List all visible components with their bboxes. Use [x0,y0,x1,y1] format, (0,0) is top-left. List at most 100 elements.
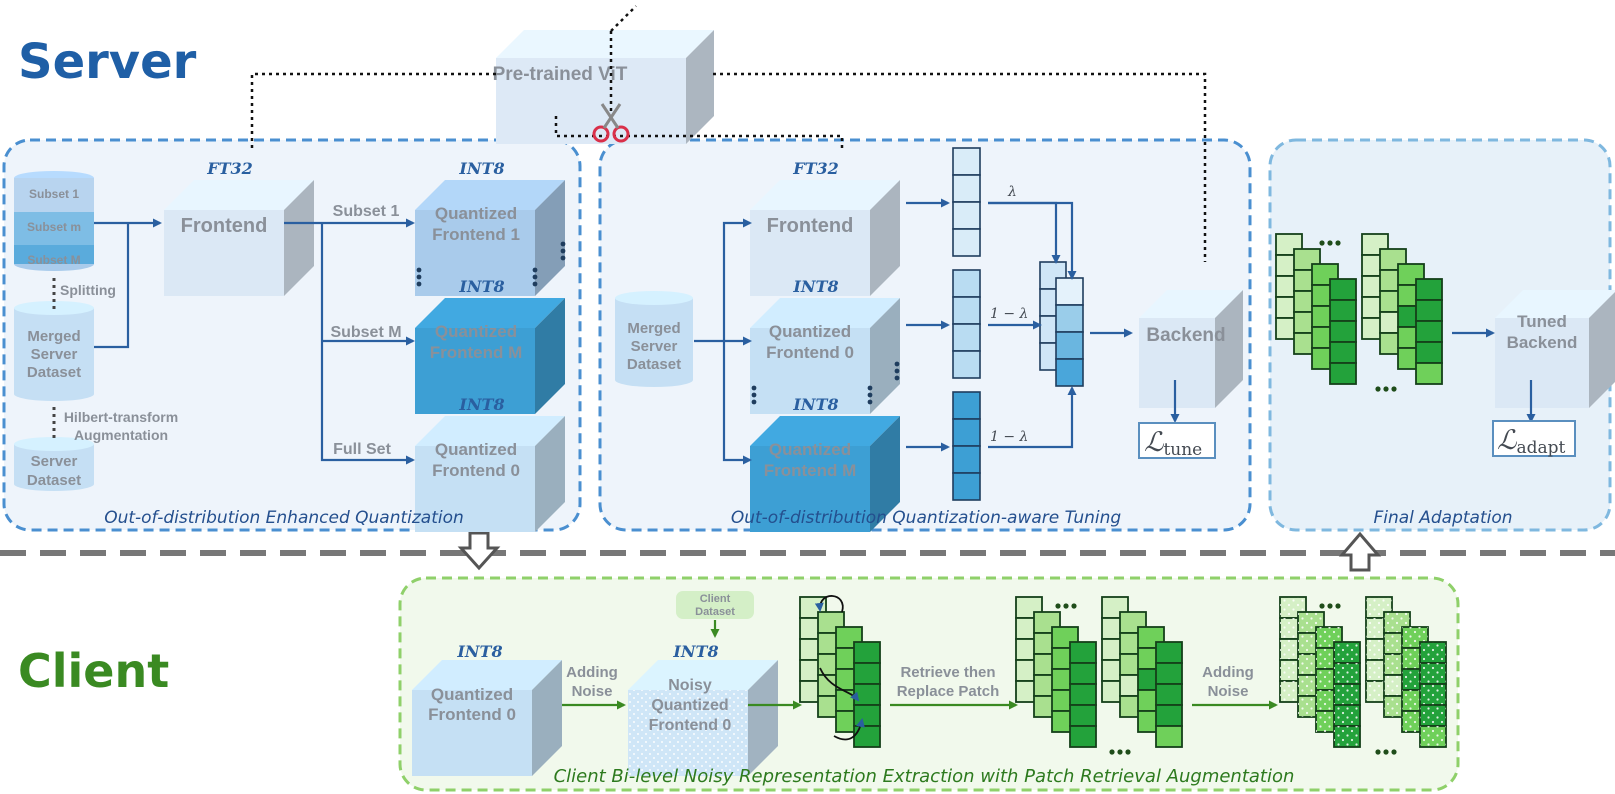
p2-frontend-label: Frontend [767,215,854,237]
p1-arrow-subsetM: Subset M [330,324,401,341]
p2-dots-a [751,385,757,405]
server-dataset-line2: Dataset [27,472,81,489]
client-caption: Client Bi-level Noisy Representation Ext… [554,766,1295,787]
token [1329,341,1357,364]
splitting-label: Splitting [60,282,116,298]
p2-qM-line2: Frontend M [764,461,857,480]
noisy-line3: Frontend 0 [649,717,732,734]
feature-column-qM [952,391,981,501]
merged-server-dataset-line1: Merged [27,328,80,345]
merged-server-dataset-line3: Dataset [27,364,81,381]
p2-merged-line2: Server [631,338,678,355]
hilbert-label-line2: Augmentation [74,427,168,443]
client-q0-line1: Quantized [431,685,513,704]
adding-noise-2-line1: Adding [1202,664,1254,681]
fused-column-front-cell [1055,331,1084,360]
p1-quantized-1-cube [415,180,565,296]
tuned-backend-cube [1495,290,1615,408]
p1-q1-line2: Frontend 1 [432,225,520,244]
client-tokens-replaced-a [1015,596,1097,748]
p2-frontend-tag: FT32 [792,159,839,178]
fused-column-front-cell [1055,277,1084,306]
token [853,683,881,706]
token [1155,662,1183,685]
pretrained-vit-cube [496,30,714,144]
token [1069,683,1097,706]
merged-server-dataset-db [14,301,94,401]
fused-column-front-cell [1055,304,1084,333]
p1-frontend-label: Frontend [181,215,268,237]
p3-tokens-left [1275,233,1357,385]
client-dataset-line2: Dataset [695,606,735,618]
p1-frontend-tag: FT32 [206,159,253,178]
p1-arrow-subset1: Subset 1 [333,203,400,220]
feature-column-fp [952,147,981,257]
subset-1-label: Subset 1 [29,187,79,201]
token [1415,278,1443,301]
p1-q0-tag: INT8 [458,395,504,414]
token [1415,320,1443,343]
token [1329,362,1357,385]
p1-dots-b [532,267,538,287]
p3-ellipsis-top [1319,240,1341,246]
p1-frontend-cube [164,180,314,296]
token [853,725,881,748]
p2-q0-tag: INT8 [792,277,838,296]
p1-q1-line1: Quantized [435,204,517,223]
noisy-quantized-cube [628,660,778,776]
feature-column-qM-cell [952,391,981,420]
feature-column-fp-cell [952,228,981,257]
p3-ellipsis-bottom [1375,386,1397,392]
client-tokens-replaced-b [1101,596,1183,748]
down-hollow-arrow [457,531,501,571]
feature-column-q0-cell [952,296,981,325]
adding-noise-1-line2: Noise [572,683,613,700]
p1-qM-line2: Frontend M [430,343,523,362]
feature-column-qM-cell [952,445,981,474]
token [1069,641,1097,664]
token [853,704,881,727]
feature-column-q0 [952,269,981,379]
token [1329,299,1357,322]
pretrained-vit-label: Pre-trained ViT [493,64,628,85]
p2-q0-line2: Frontend 0 [766,343,854,362]
p2-merged-server-dataset-db [615,291,693,387]
token [1069,725,1097,748]
token [1415,362,1443,385]
client-tokens-retrieval [799,596,881,748]
subset-M-label: Subset M [27,253,80,267]
loss-tune-box [1138,422,1216,459]
p1-q0-line1: Quantized [435,440,517,459]
token [1155,725,1183,748]
feature-column-q0-cell [952,350,981,379]
weight-one-minus-lambda-1: 1 − λ [990,306,1028,322]
token [1329,320,1357,343]
p3-tokens-right [1361,233,1443,385]
scissors-icon [592,103,630,143]
server-title: Server [18,34,197,90]
loss-tune: ℒtune [1144,427,1202,460]
client-q0-tag: INT8 [456,642,502,661]
p2-q0-line1: Quantized [769,322,851,341]
p1-qM-tag: INT8 [458,277,504,296]
loss-adapt-box [1492,420,1576,457]
adding-noise-2-line2: Noise [1208,683,1249,700]
loss-adapt: ℒadapt [1497,425,1565,458]
token [1329,278,1357,301]
client-dataset-db [676,591,754,619]
p2-merged-line3: Dataset [627,356,681,373]
p1-arrow-fullset: Full Set [333,441,391,458]
client-q0-line2: Frontend 0 [428,705,516,724]
feature-column-q0-cell [952,323,981,352]
feature-column-fp-cell [952,174,981,203]
up-hollow-arrow [1338,531,1382,572]
hilbert-label-line1: Hilbert-transform [64,409,178,425]
token [1415,341,1443,364]
p2-frontend-cube [750,180,900,296]
retrieval-arrows [814,595,865,741]
client-ellipsis-c [1319,603,1341,609]
noisy-tag: INT8 [672,642,718,661]
p2-caption: Out-of-distribution Quantization-aware T… [731,508,1122,528]
client-ellipsis-a [1055,603,1077,609]
